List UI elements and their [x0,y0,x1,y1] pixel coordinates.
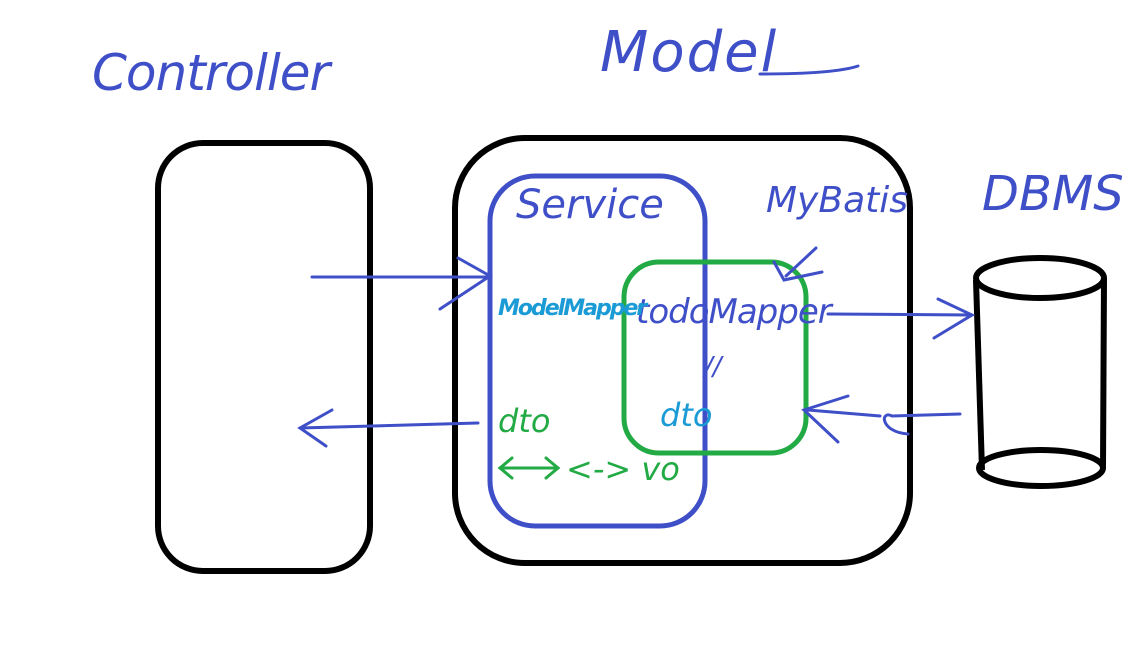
arrow-service-to-controller [297,408,480,448]
dto-label: dto [660,396,713,434]
mapper-box [621,259,809,456]
arrow-dbms-to-mapper [801,394,962,444]
mapper-separator: // [704,352,722,382]
two-way-arrow [497,456,561,480]
vo-label: <-> vo [566,450,680,488]
arrow-mybatis-pointer [772,246,824,282]
todo-mapper-label: todoMapper [636,292,832,332]
controller-box [155,140,373,574]
controller-title: Controller [92,44,330,102]
service-scribble-modelmapper: ModelMapper [498,296,647,321]
model-title-underline [758,64,860,76]
model-title: Model [600,20,779,85]
arrow-mapper-to-dbms [826,297,976,340]
service-label: Service [516,182,664,228]
service-scribble-dto: dto [498,402,551,440]
mybatis-label: MyBatis [766,180,908,221]
arrow-controller-to-service [310,256,493,311]
dbms-label: DBMS [982,166,1124,222]
model-box [452,135,913,566]
service-box [487,173,708,529]
dbms-cylinder [973,255,1107,489]
